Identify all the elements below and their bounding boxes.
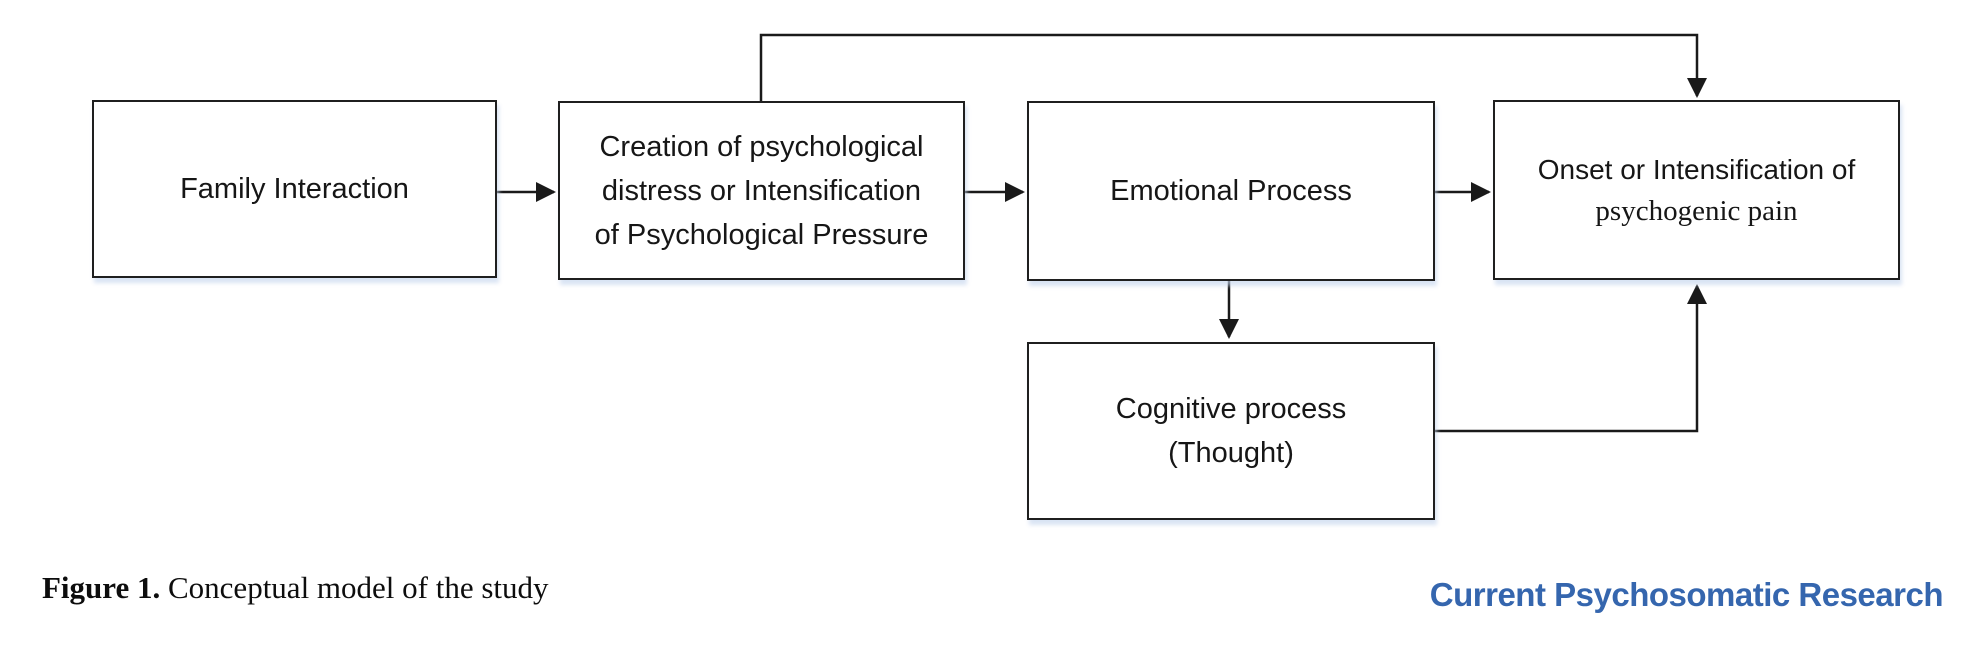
node-emotional-process: Emotional Process (1027, 101, 1435, 281)
node-onset-label-line2: psychogenic pain (1595, 195, 1798, 227)
arrow-creation-to-onset-top-feedback (759, 33, 1707, 101)
node-cognitive-process-label: Cognitive process (Thought) (1115, 393, 1347, 469)
node-family-interaction-label: Family Interaction (180, 173, 409, 205)
figure-caption-text: Conceptual model of the study (160, 570, 549, 605)
node-creation-of-psychological-distress: Creation of psychological distress or In… (558, 101, 965, 280)
node-creation-label: Creation of psychological distress or In… (594, 130, 929, 251)
node-emotional-process-label: Emotional Process (1110, 175, 1352, 207)
figure-caption-number: Figure 1. (42, 570, 161, 605)
journal-wordmark: Current Psychosomatic Research (1429, 576, 1944, 613)
node-onset-label-line1: Onset or Intensification of (1537, 154, 1856, 185)
node-family-interaction: Family Interaction (92, 100, 497, 278)
arrow-cognitive-to-onset (1435, 284, 1707, 433)
node-cognitive-process: Cognitive process (Thought) (1027, 342, 1435, 520)
node-onset-of-psychogenic-pain: Onset or Intensification of psychogenic … (1493, 100, 1900, 280)
figure-caption: Figure 1. Conceptual model of the study (42, 570, 549, 606)
